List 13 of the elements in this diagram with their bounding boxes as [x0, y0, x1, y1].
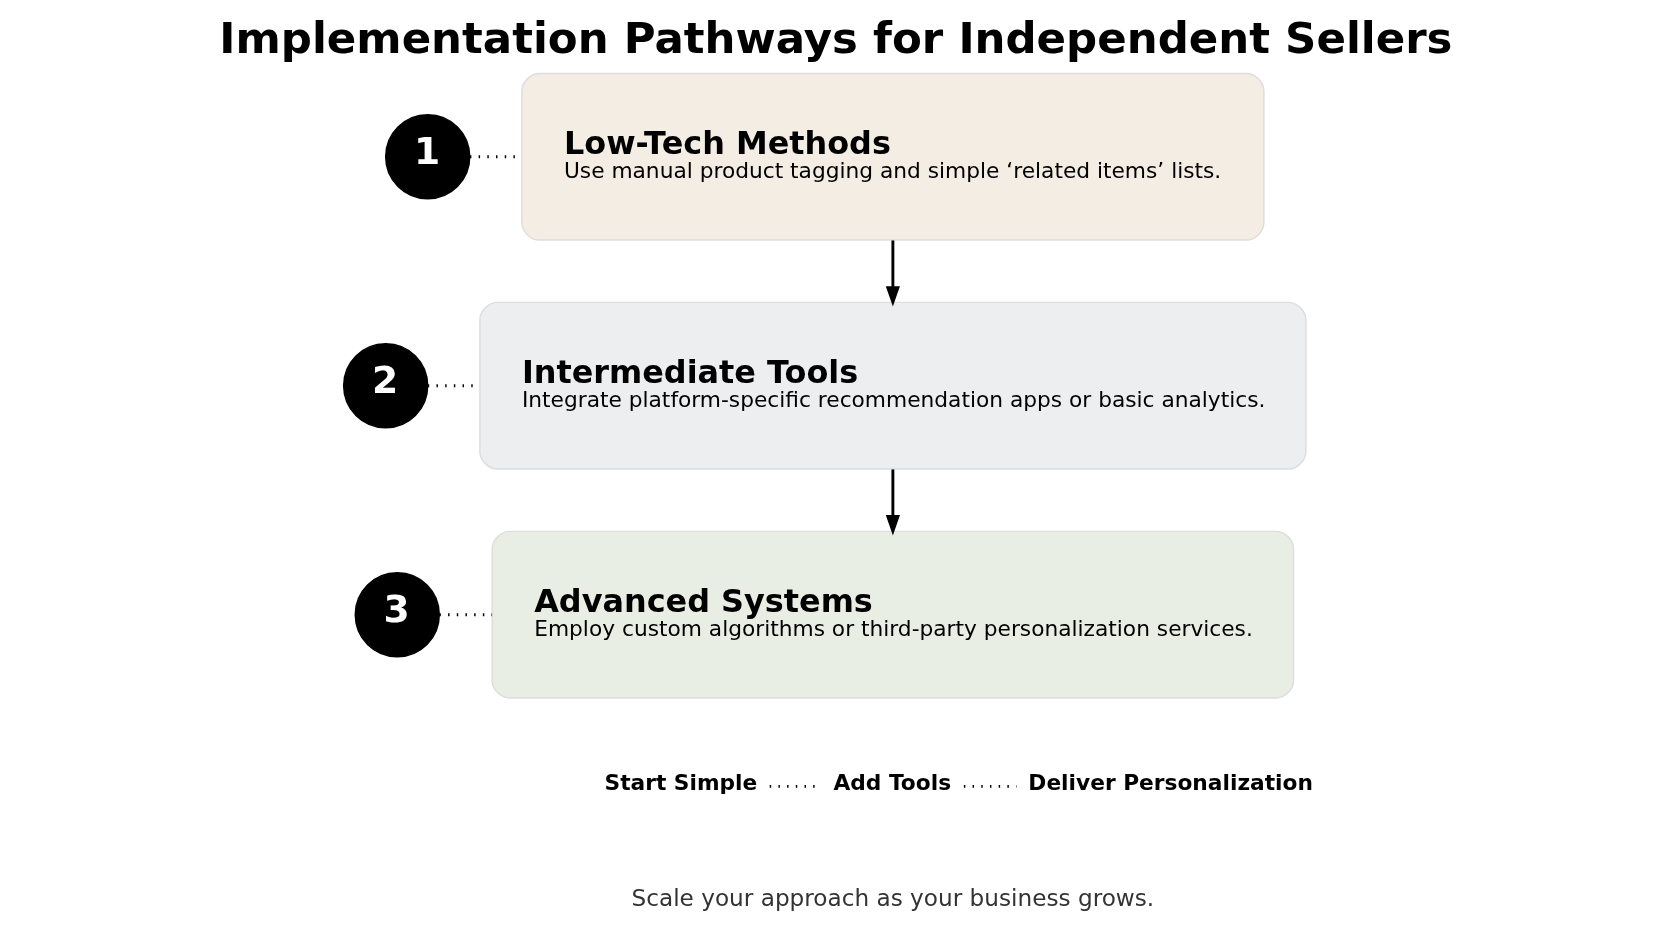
node-box: Advanced Systems Employ custom algorithms or third-party personalization services.	[491, 530, 1295, 699]
diagram-title: Implementation Pathways for Independent Sellers	[219, 13, 1453, 64]
node-text: Deliver Personalization	[1028, 770, 1313, 796]
arrow	[885, 469, 900, 536]
caption: Scale your approach as your business grows.	[631, 884, 1155, 912]
node-box: Intermediate Tools Integrate platform-specific recommendation apps or basic analytics.	[479, 301, 1307, 470]
node-text: Start Simple	[604, 770, 758, 796]
arrow	[885, 240, 900, 307]
node-circle: 1	[384, 114, 471, 200]
node-circle: 2	[342, 342, 429, 429]
node-box: Low-Tech Methods Use manual product tagging and simple ‘related items’ lists.	[521, 72, 1265, 241]
node-text: Add Tools	[833, 770, 952, 796]
node-circle: 3	[354, 571, 441, 658]
